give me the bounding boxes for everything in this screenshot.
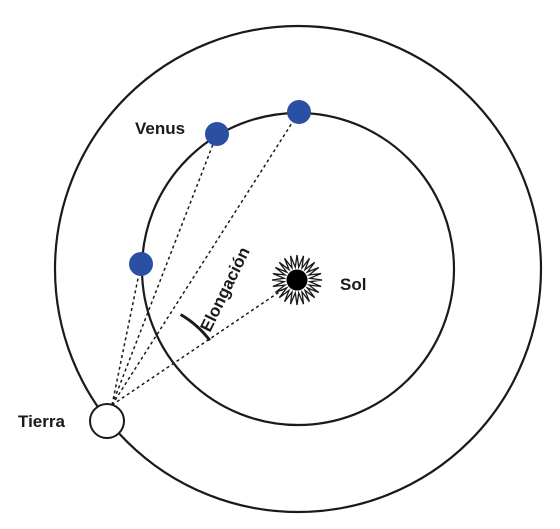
venus-position-1: [129, 252, 153, 276]
earth-icon: [89, 403, 125, 439]
elongation-label: Elongación: [197, 244, 254, 335]
sun-core: [286, 269, 308, 291]
sight-line-sun: [111, 279, 298, 406]
venus-position-2: [205, 122, 229, 146]
sol-label: Sol: [340, 275, 366, 294]
tierra-label: Tierra: [18, 412, 65, 431]
sight-lines: [111, 111, 300, 406]
sight-line-venus-3: [111, 111, 300, 406]
sun-icon: [271, 254, 323, 306]
elongation-angle-arc: [179, 313, 211, 342]
sight-line-venus-1: [111, 263, 142, 406]
venus-label: Venus: [135, 119, 185, 138]
sight-line-venus-2: [111, 133, 218, 406]
earth-orbit: [53, 24, 543, 514]
venus-position-3: [287, 100, 311, 124]
